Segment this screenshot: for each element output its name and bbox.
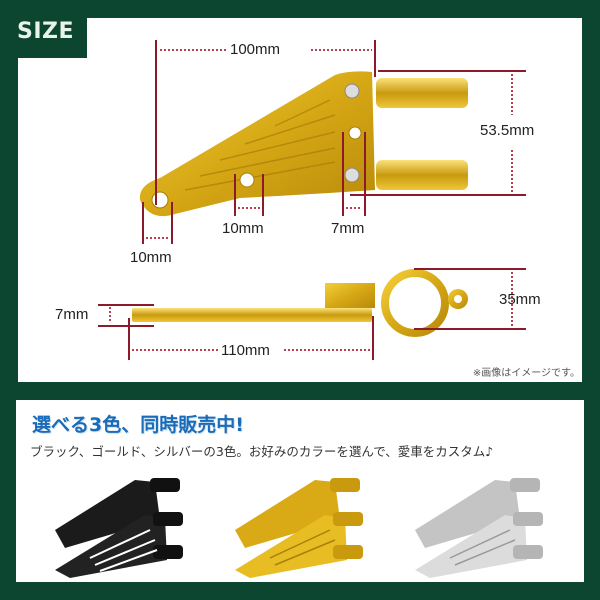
promo-title: 選べる3色、同時販売中! xyxy=(32,414,244,436)
dim-thickness-label: 7mm xyxy=(55,306,89,323)
variant-silver-image xyxy=(415,478,543,578)
bracket-top-view xyxy=(98,40,526,360)
variant-black-image xyxy=(55,478,183,578)
image-disclaimer: ※画像はイメージです。 xyxy=(472,368,580,379)
dim-length-label: 110mm xyxy=(221,342,270,359)
variant-gold-image xyxy=(235,478,363,578)
dim-height-label: 53.5mm xyxy=(480,122,535,139)
dim-slot-label: 7mm xyxy=(331,220,365,237)
size-tab: SIZE xyxy=(0,0,87,58)
dim-hole-left-label: 10mm xyxy=(130,249,172,266)
promo-subtitle: ブラック、ゴールド、シルバーの3色。お好みのカラーを選んで、愛車をカスタム♪ xyxy=(30,444,494,459)
dim-width-label: 100mm xyxy=(230,41,281,58)
dim-clamp-label: 35mm xyxy=(499,291,541,308)
size-label: SIZE xyxy=(17,19,75,44)
dim-hole-middle-label: 10mm xyxy=(222,220,264,237)
